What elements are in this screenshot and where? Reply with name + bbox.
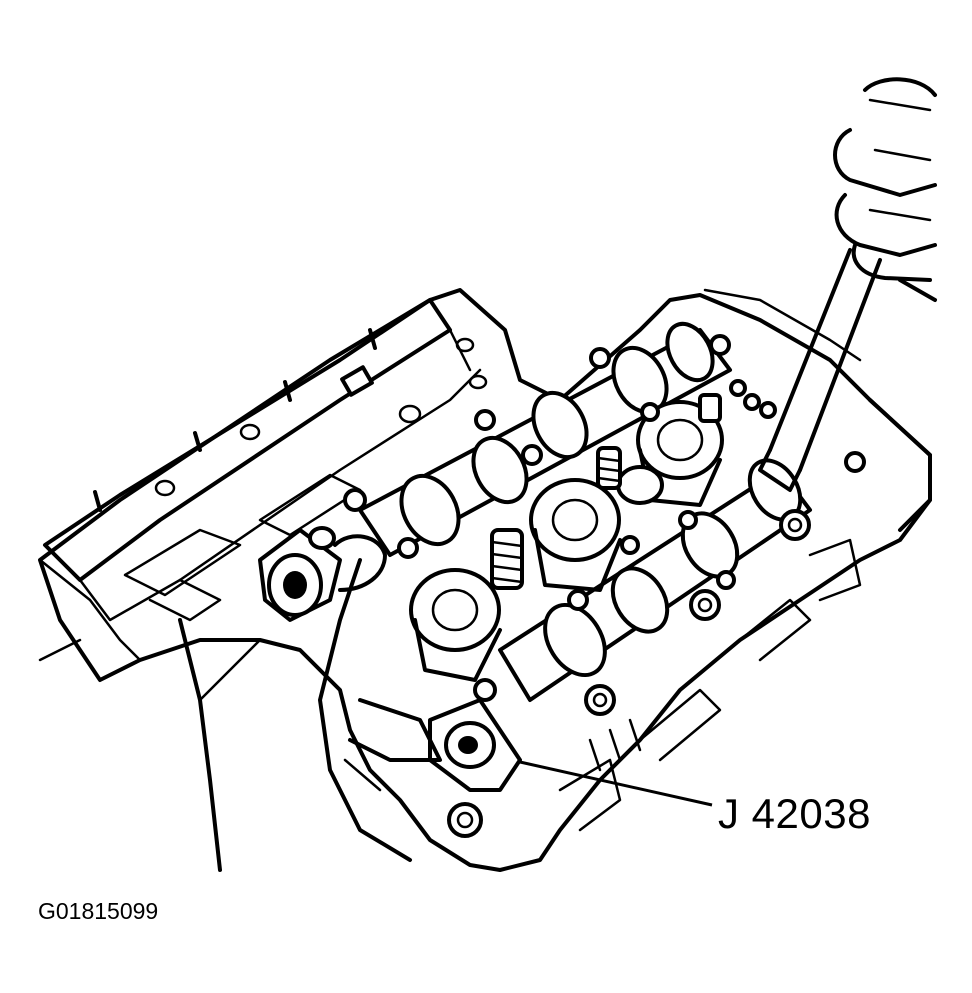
upper-camshaft xyxy=(358,321,732,557)
manifold-studs xyxy=(93,328,377,512)
callout-leader-line xyxy=(519,760,713,807)
valve-springs xyxy=(490,393,722,590)
rear-tool xyxy=(258,526,342,622)
cylinder-head xyxy=(38,288,932,872)
manifold-rail xyxy=(43,298,488,622)
tool-callout-label: J 42038 xyxy=(718,790,871,837)
camshaft-holding-tool xyxy=(348,698,522,792)
bolt-heads xyxy=(343,334,866,838)
right-hand-screwdriver xyxy=(758,77,937,492)
figure-id: G01815099 xyxy=(38,898,159,924)
head-flange-right xyxy=(558,538,862,832)
left-hand xyxy=(178,534,412,872)
lower-camshaft xyxy=(498,458,812,702)
